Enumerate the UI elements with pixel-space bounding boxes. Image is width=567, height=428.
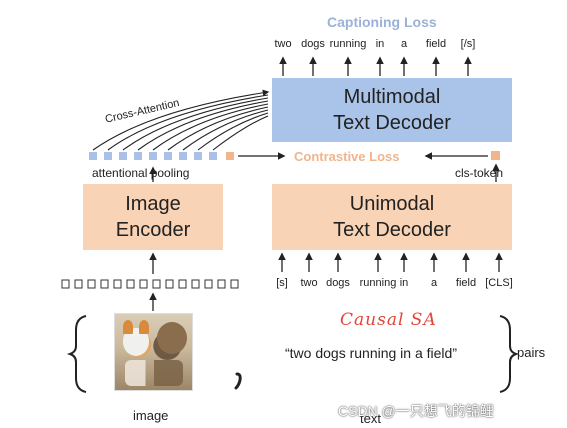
image-encoder: Image Encoder bbox=[83, 184, 223, 250]
text-example: “two dogs running in a field” bbox=[285, 345, 457, 361]
input-token-arrows bbox=[278, 252, 503, 272]
dog-ear-shape bbox=[123, 320, 133, 334]
caption-token: dogs bbox=[301, 38, 325, 50]
captioning-loss-label: Captioning Loss bbox=[327, 14, 437, 30]
handwritten-note: Causal SA bbox=[340, 310, 437, 330]
unimodal-decoder-line2: Text Decoder bbox=[333, 219, 451, 241]
text-label: text bbox=[360, 411, 381, 426]
caption-token: running bbox=[329, 38, 367, 50]
input-token: two bbox=[300, 277, 318, 289]
unimodal-decoder-line1: Unimodal bbox=[349, 193, 435, 215]
multimodal-decoder-line1: Multimodal bbox=[343, 86, 441, 108]
input-token: a bbox=[430, 277, 438, 289]
text-cls-token bbox=[491, 151, 500, 160]
cls-token-label: cls-token bbox=[455, 166, 504, 180]
dog-ear-shape bbox=[139, 320, 149, 334]
caption-token: a bbox=[400, 38, 408, 50]
image-label: image bbox=[133, 408, 169, 423]
input-token: [CLS] bbox=[485, 277, 513, 289]
image-patch-tokens bbox=[61, 279, 239, 289]
caption-token: two bbox=[274, 38, 292, 50]
input-token: dogs bbox=[326, 277, 350, 289]
separator-comma bbox=[234, 372, 242, 390]
caption-token: field bbox=[425, 38, 447, 50]
dogs-photo bbox=[114, 313, 193, 391]
caption-token: [/s] bbox=[460, 38, 476, 50]
dog-bodies-shape bbox=[125, 360, 183, 386]
watermark: CSDN @一只想飞的锦鲤 bbox=[338, 403, 494, 419]
image-cls-token bbox=[226, 152, 234, 160]
input-token: running bbox=[359, 277, 397, 289]
attentional-pooling-tokens bbox=[89, 152, 217, 160]
input-token: in bbox=[399, 277, 409, 289]
right-brace-icon bbox=[499, 315, 520, 393]
unimodal-text-decoder: Unimodal Text Decoder bbox=[272, 184, 512, 250]
input-token: [s] bbox=[276, 277, 288, 289]
pairs-label: pairs bbox=[517, 345, 546, 360]
dog-yorkie-shape bbox=[157, 322, 187, 354]
input-token: field bbox=[455, 277, 477, 289]
caption-arrows bbox=[279, 56, 472, 76]
contrastive-loss-label: Contrastive Loss bbox=[294, 149, 400, 164]
multimodal-text-decoder: Multimodal Text Decoder bbox=[272, 78, 512, 142]
image-encoder-line2: Encoder bbox=[115, 219, 191, 241]
image-encoder-line1: Image bbox=[125, 193, 181, 215]
multimodal-decoder-line2: Text Decoder bbox=[333, 112, 451, 134]
attentional-pooling-label: attentional pooling bbox=[92, 166, 190, 180]
cross-attention-curves bbox=[92, 89, 270, 151]
caption-token: in bbox=[375, 38, 385, 50]
left-brace-icon bbox=[66, 315, 87, 393]
